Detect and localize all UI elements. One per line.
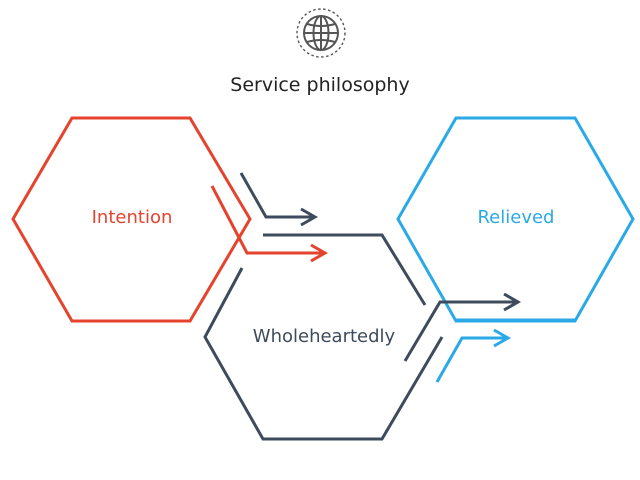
dark-arrow-lower-head (503, 292, 522, 312)
hexagon-intention: Intention (11, 116, 252, 323)
intention-label: Intention (92, 207, 173, 228)
red-arrow-head (310, 243, 329, 263)
wholeheartedly-label: Wholeheartedly (253, 326, 396, 347)
blue-arrow (435, 336, 506, 383)
relieved-label: Relieved (477, 207, 554, 228)
dark-arrow-lower (403, 300, 516, 362)
hexagon-relieved: Relieved (396, 116, 635, 323)
hexagon-wholeheartedly: Wholeheartedly (203, 233, 444, 441)
red-arrow (210, 185, 323, 255)
dark-arrow-upper (239, 172, 313, 219)
connector-wholeheartedly-to-relieved (403, 292, 575, 383)
globe-icon (296, 8, 346, 58)
connector-intention-to-wholeheartedly (210, 172, 329, 263)
blue-arrow-head (493, 328, 512, 348)
page-title: Service philosophy (230, 74, 410, 96)
dark-arrow-upper-head (300, 207, 319, 227)
